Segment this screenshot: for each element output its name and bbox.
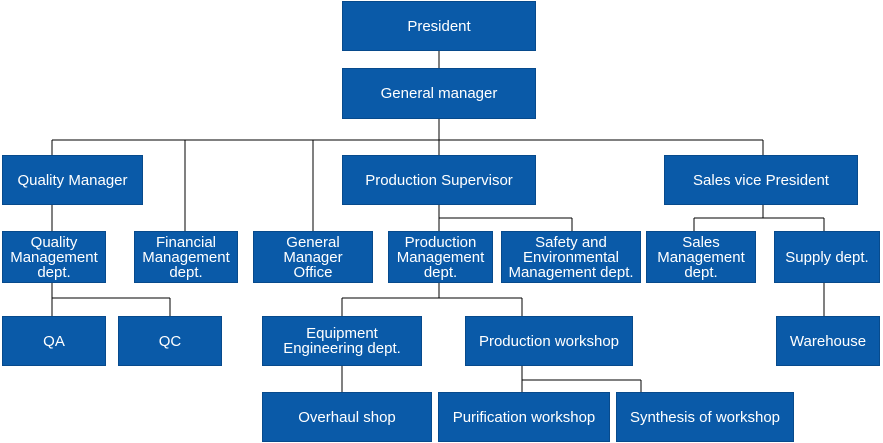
node-synthesis-workshop: Synthesis of workshop <box>616 392 794 442</box>
node-production-supervisor: Production Supervisor <box>342 155 536 205</box>
node-supply-dept: Supply dept. <box>774 231 880 283</box>
node-production-workshop: Production workshop <box>465 316 633 366</box>
node-general-manager-office: General Manager Office <box>253 231 373 283</box>
node-warehouse: Warehouse <box>776 316 880 366</box>
node-sales-vice-president: Sales vice President <box>664 155 858 205</box>
node-overhaul-shop: Overhaul shop <box>262 392 432 442</box>
node-sales-management-dept: Sales Management dept. <box>646 231 756 283</box>
node-quality-manager: Quality Manager <box>2 155 143 205</box>
node-qa: QA <box>2 316 106 366</box>
node-financial-management-dept: Financial Management dept. <box>134 231 238 283</box>
node-qc: QC <box>118 316 222 366</box>
node-purification-workshop: Purification workshop <box>438 392 610 442</box>
node-safety-environmental-dept: Safety and Environmental Management dept… <box>501 231 641 283</box>
node-president: President <box>342 1 536 51</box>
node-quality-management-dept: Quality Management dept. <box>2 231 106 283</box>
node-equipment-engineering-dept: Equipment Engineering dept. <box>262 316 422 366</box>
node-general-manager: General manager <box>342 68 536 119</box>
node-production-management-dept: Production Management dept. <box>388 231 493 283</box>
